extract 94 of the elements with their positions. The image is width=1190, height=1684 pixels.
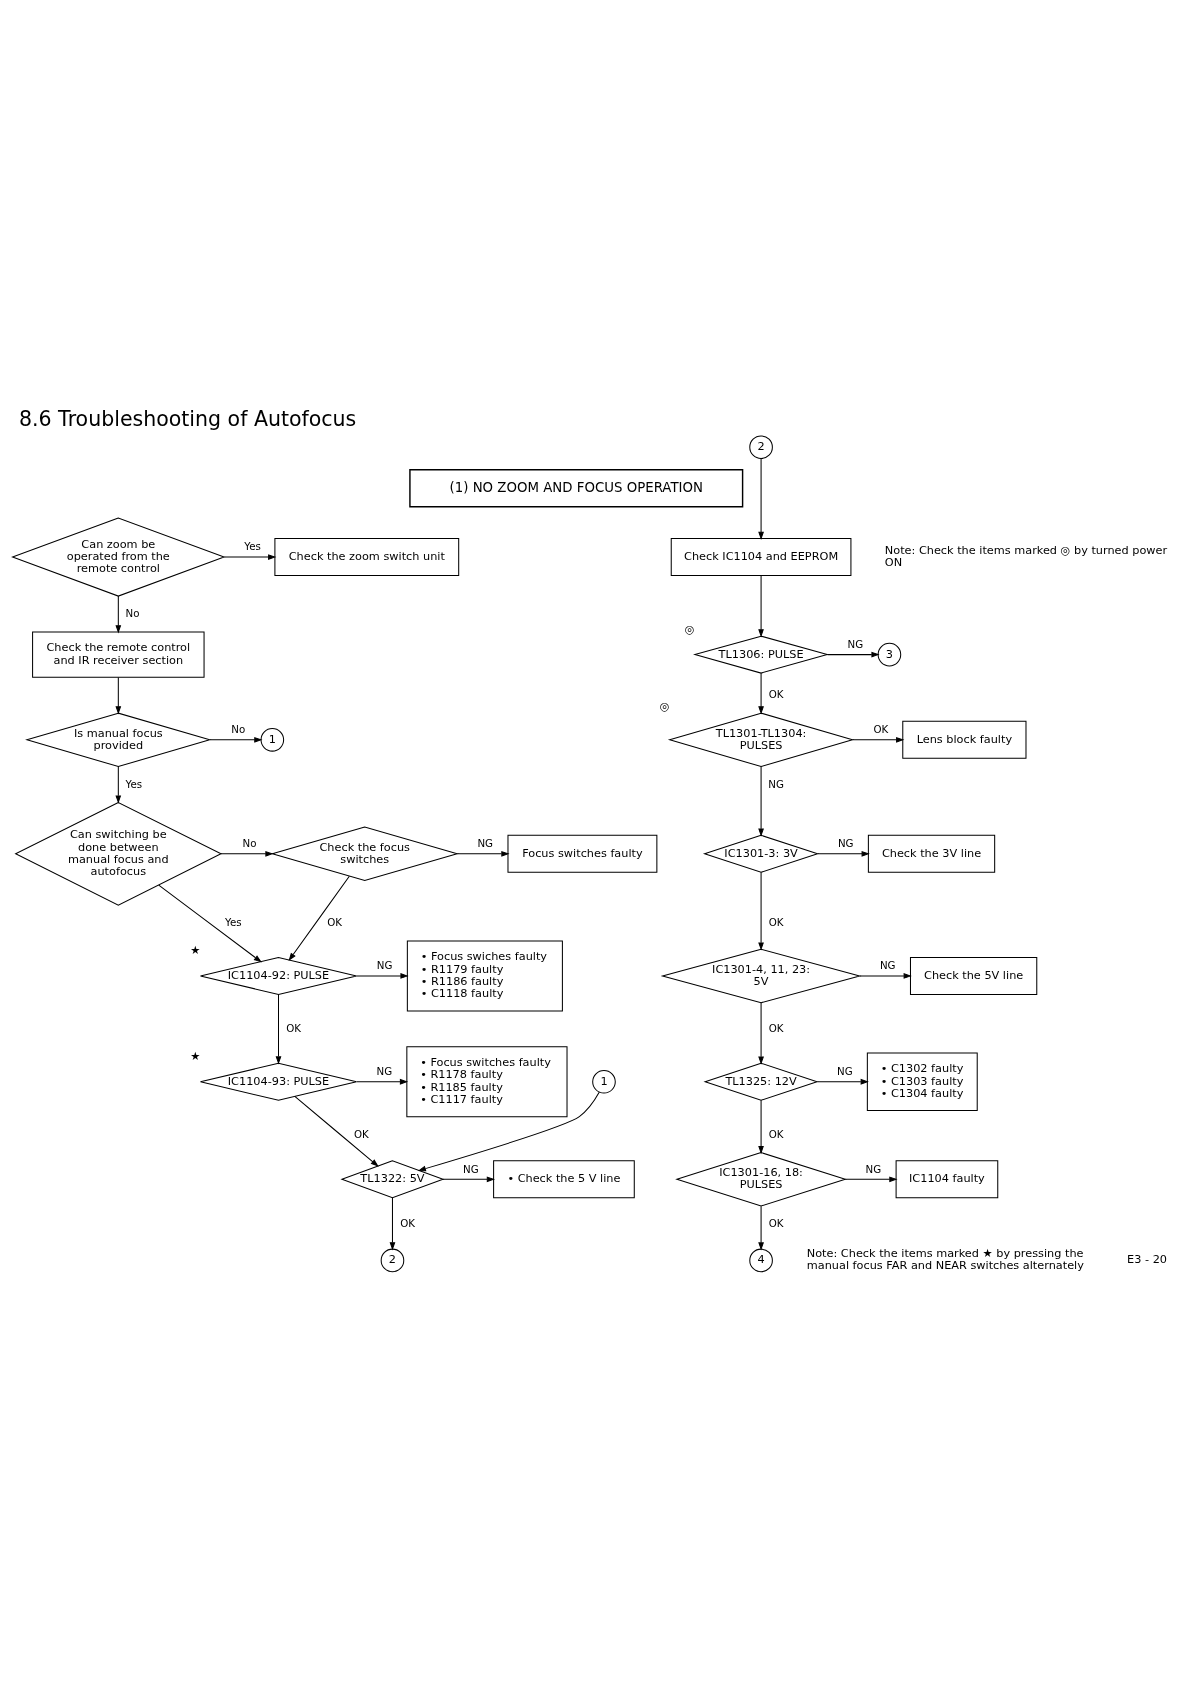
edge-label: NG [463, 1162, 479, 1175]
arrow [817, 850, 870, 857]
node-box: Lens block faulty [902, 720, 1027, 759]
node-box: • C1302 faulty • C1303 faulty • C1304 faulty [866, 1052, 978, 1111]
arrow [758, 575, 764, 638]
node-diamond: TL1325: 12V [703, 1062, 819, 1101]
arrow [456, 850, 510, 857]
arrow [209, 736, 263, 743]
label: E3 - 20 [1127, 1253, 1168, 1267]
arrow [816, 1078, 869, 1085]
node-label: ★ [190, 944, 201, 958]
node-diamond: Can zoom be operated from the remote control [11, 517, 226, 597]
node-diamond: IC1301-3: 3V [702, 834, 820, 873]
edge-label: NG [477, 837, 494, 850]
node-diamond: Can switching be done between manual focus and autofocus [14, 801, 223, 906]
edge-label: NG [376, 959, 393, 972]
arrow [859, 973, 912, 979]
node-circle: 3 [877, 642, 902, 667]
node-diamond: IC1104-93: PULSE [199, 1062, 357, 1101]
edge-label: OK [286, 1021, 301, 1034]
arrow [288, 875, 350, 962]
edge-label: NG [768, 777, 784, 790]
edge-label: OK [768, 916, 784, 929]
edge-label: Yes [225, 916, 242, 929]
node-diamond: TL1306: PULSE [693, 635, 830, 674]
edge-label: OK [400, 1217, 415, 1230]
node-diamond: TL1301-TL1304: PULSES [667, 712, 855, 768]
arrow [844, 1176, 898, 1183]
node-circle: 2 [380, 1248, 405, 1273]
arrow [356, 1078, 409, 1085]
edge-label: Yes [244, 540, 261, 553]
arrow [356, 973, 409, 979]
node-box: IC1104 faulty [895, 1160, 999, 1199]
edge-label: OK [768, 688, 784, 701]
arrow [758, 1099, 764, 1155]
arrow [827, 651, 880, 658]
arrow [758, 672, 764, 715]
node-circle: 4 [749, 1248, 773, 1273]
arrow [758, 766, 764, 837]
arrow [758, 1002, 764, 1065]
label: Note: Check the items marked ★ by pressing the manual focus FAR and NEAR switches alternately [806, 1247, 1084, 1273]
edge-label: NG [865, 1162, 882, 1175]
node-box: Check the 3V line [867, 834, 996, 873]
label: Note: Check the items marked ◎ by turned power ON [884, 543, 1168, 570]
edge-label: OK [768, 1021, 784, 1034]
edge-label: No [242, 837, 257, 850]
arrow [158, 884, 262, 963]
arrow [223, 554, 277, 560]
arrow [852, 736, 905, 743]
edge-label: OK [768, 1127, 784, 1140]
arrow [758, 1205, 764, 1251]
node-label: ◎ [684, 622, 695, 636]
edge-label: OK [327, 916, 343, 929]
node-label: ◎ [659, 699, 670, 713]
edge-label: NG [847, 637, 864, 650]
edge-label: NG [879, 959, 896, 972]
node-box: Focus switches faulty [507, 834, 658, 873]
edge-label: No [125, 607, 140, 620]
edge-label: Yes [125, 777, 143, 790]
node-circle: 1 [260, 728, 285, 752]
arrow [758, 871, 764, 951]
arrow [389, 1197, 396, 1251]
node-label: ★ [190, 1049, 201, 1063]
arrow [294, 1095, 379, 1167]
node-box: Check the remote control and IR receiver section [32, 631, 205, 678]
node-diamond: IC1301-16, 18: PULSES [675, 1152, 847, 1207]
edge-label: NG [837, 1065, 853, 1078]
node-diamond: IC1301-4, 11, 23: 5V [660, 948, 862, 1004]
node-box: Check IC1104 and EEPROM [670, 538, 852, 577]
arrow [115, 766, 122, 804]
edge-label: NG [837, 837, 854, 850]
arrow [115, 676, 122, 715]
edge-label: NG [376, 1065, 393, 1078]
edge-label: OK [768, 1217, 784, 1230]
node-diamond: Check the focus switches [270, 826, 459, 882]
node-circle: 1 [592, 1069, 616, 1094]
arrow [417, 1091, 600, 1172]
diagram-title: 8.6 Troubleshooting of Autofocus [18, 406, 357, 431]
node-box: Check the 5V line [909, 957, 1038, 995]
node-box: • Focus swiches faulty • R1179 faulty • R1186 faulty • C1118 faulty [406, 940, 563, 1012]
arrow [758, 458, 764, 541]
node-diamond: Is manual focus provided [25, 712, 212, 768]
node-box: (1) NO ZOOM AND FOCUS OPERATION [409, 469, 744, 508]
edge-label: OK [873, 723, 889, 736]
arrow [220, 850, 274, 857]
node-box: Check the zoom switch unit [274, 538, 460, 577]
edge-label: OK [353, 1127, 369, 1140]
node-box: • Check the 5 V line [493, 1160, 635, 1199]
node-box: • Focus switches faulty • R1178 faulty • R1185 faulty • C1117 faulty [406, 1046, 568, 1118]
arrow [442, 1176, 495, 1183]
arrow [275, 994, 282, 1065]
arrow [115, 595, 122, 634]
edge-label: No [231, 723, 246, 736]
node-circle: 2 [749, 435, 773, 459]
